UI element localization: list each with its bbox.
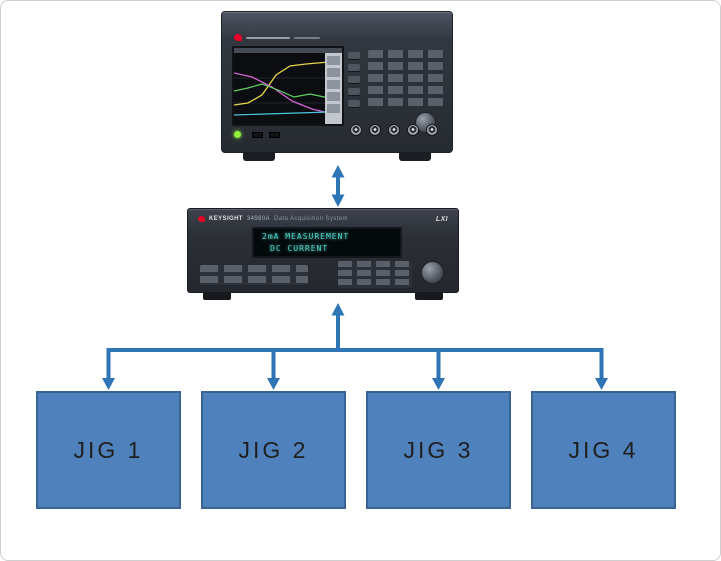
analyzer-foot [243, 152, 275, 161]
arrow-head-up-icon [331, 303, 345, 316]
screen-softkey-menu [325, 53, 342, 124]
analyzer-foot [399, 152, 431, 161]
daq-model-description: Data Acquisition System [273, 216, 348, 222]
analyzer-label-bar [246, 36, 290, 39]
bnc-connector-icon [407, 124, 419, 136]
daq-foot [203, 292, 231, 300]
jig-label: JIG 4 [568, 436, 639, 463]
arrow-head-down-icon [331, 194, 345, 207]
jig-box-3: JIG 3 [366, 391, 511, 509]
analyzer-bnc-connectors [350, 124, 438, 136]
jig-box-1: JIG 1 [36, 391, 181, 509]
lxi-label: LXI [435, 215, 448, 223]
arrow-head-down-icon [102, 378, 115, 390]
screen-traces [234, 61, 329, 116]
power-led-icon [234, 131, 241, 138]
analyzer-usb-ports [252, 132, 280, 138]
daq-menu-keys [200, 265, 308, 285]
bnc-connector-icon [388, 124, 400, 136]
daq-foot [415, 292, 443, 300]
keysight-logo-icon [198, 216, 205, 222]
screen-toolbar [234, 48, 342, 53]
impedance-analyzer [221, 11, 453, 161]
analyzer-keypad [368, 50, 444, 108]
daq-display-line1: 2mA MEASUREMENT [262, 232, 350, 241]
daq-header: KEYSIGHT 34980A Data Acquisition System … [198, 213, 448, 225]
daq-front-panel: KEYSIGHT 34980A Data Acquisition System … [187, 208, 459, 293]
bnc-connector-icon [350, 124, 362, 136]
daq-knob [421, 261, 444, 284]
usb-port-icon [252, 132, 263, 138]
daq-display-line2: DC CURRENT [270, 244, 329, 253]
analyzer-label-bar [294, 36, 320, 39]
daq-keypad [338, 261, 412, 288]
daq-model: 34980A [246, 216, 270, 222]
analyzer-screen [232, 46, 344, 126]
jig-row: JIG 1 JIG 2 JIG 3 JIG 4 [36, 391, 676, 509]
usb-port-icon [269, 132, 280, 138]
jig-box-2: JIG 2 [201, 391, 346, 509]
arrow-head-down-icon [432, 378, 445, 390]
jig-label: JIG 3 [403, 436, 474, 463]
jig-label: JIG 2 [238, 436, 309, 463]
arrow-head-up-icon [331, 165, 345, 178]
arrow-head-down-icon [595, 378, 608, 390]
analyzer-front-panel [221, 11, 453, 153]
daq-brand: KEYSIGHT [209, 216, 243, 222]
data-acquisition-system: KEYSIGHT 34980A Data Acquisition System … [187, 208, 459, 300]
jig-box-4: JIG 4 [531, 391, 676, 509]
bnc-connector-icon [426, 124, 438, 136]
arrow-head-down-icon [267, 378, 280, 390]
brand-logo-icon [234, 34, 242, 41]
analyzer-logo [234, 34, 320, 41]
bnc-connector-icon [369, 124, 381, 136]
daq-display: 2mA MEASUREMENT DC CURRENT [252, 227, 402, 258]
analyzer-softkeys [348, 52, 360, 107]
jig-label: JIG 1 [73, 436, 144, 463]
